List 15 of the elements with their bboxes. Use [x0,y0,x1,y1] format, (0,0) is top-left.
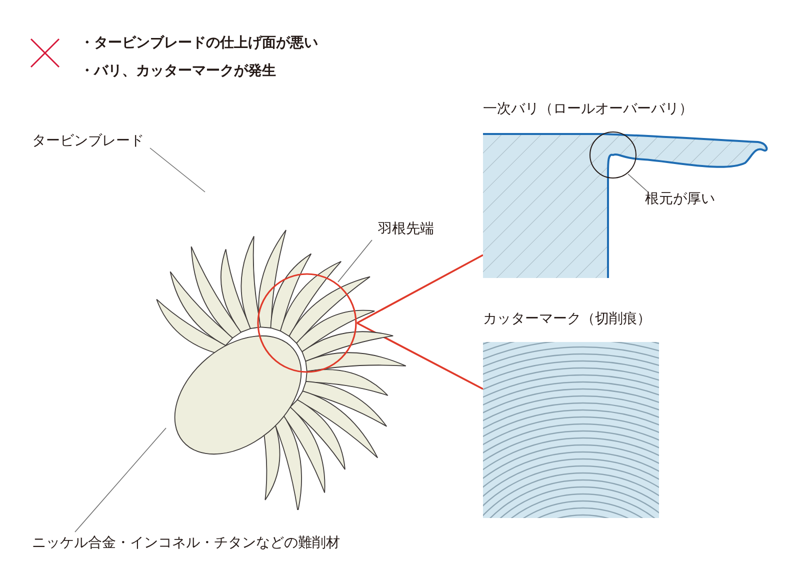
callout-label: タービンブレード [32,132,144,150]
connector-line [356,322,484,390]
highlight-circle [258,274,356,372]
note-text: ・タービンブレードの仕上げ面が悪い [80,34,318,52]
panel-heading: 一次バリ（ロールオーバーバリ） [483,100,693,118]
leader-line [74,428,166,532]
callout-label: 羽根先端 [378,220,434,238]
connector-line [356,254,484,324]
callout-label: ニッケル合金・インコネル・チタンなどの難削材 [32,534,340,552]
leader-line [150,148,206,192]
highlight-circle [589,131,637,179]
panel-heading: カッターマーク（切削痕） [483,310,651,328]
leader-line [628,174,648,192]
note-text: ・バリ、カッターマークが発生 [80,62,276,80]
callout-label: 根元が厚い [645,190,715,208]
